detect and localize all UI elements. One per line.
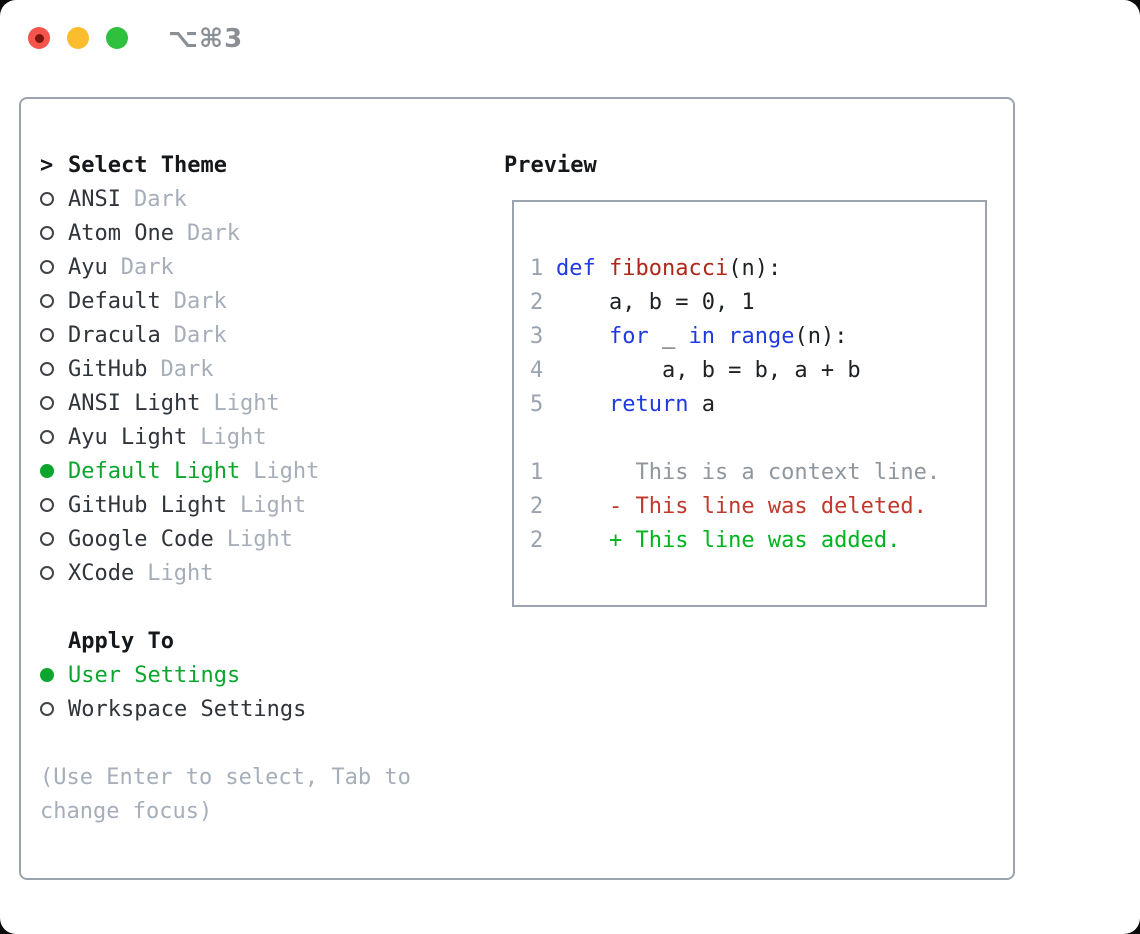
line-number: 5 — [530, 391, 544, 417]
code-line: 4 a, b = b, a + b — [530, 357, 861, 383]
radio-icon — [40, 430, 54, 444]
variant-badge: Dark — [120, 254, 174, 280]
apply-option-workspace-settings[interactable]: Workspace Settings — [40, 692, 500, 726]
line-number: 3 — [530, 323, 544, 349]
code-line: 2 a, b = 0, 1 — [530, 289, 755, 315]
diff-added-line: 2 + This line was added. — [530, 527, 901, 553]
apply-option-user-settings[interactable]: User Settings — [40, 658, 500, 692]
line-number: 2 — [530, 527, 544, 553]
diff-context-line: 1 This is a context line. — [530, 459, 941, 485]
diff-deleted-line: 2 - This line was deleted. — [530, 493, 927, 519]
variant-badge: Dark — [173, 288, 227, 314]
window-title-shortcut: ⌥⌘3 — [168, 24, 244, 54]
line-number: 2 — [530, 289, 544, 315]
radio-selected-icon — [40, 464, 54, 478]
line-number: 1 — [530, 459, 544, 485]
radio-icon — [40, 294, 54, 308]
code-line: 5 return a — [530, 391, 715, 417]
line-number: 4 — [530, 357, 544, 383]
apply-to-title: Apply To — [68, 628, 174, 654]
radio-selected-icon — [40, 668, 54, 682]
radio-icon — [40, 532, 54, 546]
spacer — [530, 421, 985, 455]
radio-icon — [40, 498, 54, 512]
apply-to-header: Apply To — [40, 624, 500, 658]
variant-badge: Light — [213, 390, 280, 416]
radio-icon — [40, 702, 54, 716]
close-dot-icon — [34, 33, 44, 43]
preview-title: Preview — [504, 152, 597, 178]
keyboard-hint-line-1: (Use Enter to select, Tab to — [40, 764, 411, 790]
focus-arrow-icon: > — [40, 152, 54, 178]
radio-icon — [40, 260, 54, 274]
spacer — [40, 726, 500, 760]
variant-badge: Light — [253, 458, 320, 484]
radio-icon — [40, 566, 54, 580]
variant-badge: Light — [147, 560, 214, 586]
variant-badge: Dark — [160, 356, 214, 382]
variant-badge: Dark — [186, 220, 240, 246]
select-theme-title: Select Theme — [68, 152, 227, 178]
variant-badge: Dark — [173, 322, 227, 348]
zoom-button[interactable] — [106, 27, 128, 49]
minimize-button[interactable] — [67, 27, 89, 49]
radio-icon — [40, 362, 54, 376]
radio-icon — [40, 192, 54, 206]
variant-badge: Light — [200, 424, 267, 450]
line-number: 2 — [530, 493, 544, 519]
radio-icon — [40, 328, 54, 342]
variant-badge: Light — [226, 526, 293, 552]
variant-badge: Light — [239, 492, 307, 518]
variant-badge: Dark — [133, 186, 187, 212]
traffic-lights — [28, 27, 128, 49]
close-button[interactable] — [28, 27, 50, 49]
keyboard-hint-line-2: change focus) — [40, 798, 213, 824]
spacer — [40, 590, 500, 624]
select-theme-header: > Select Theme — [40, 148, 500, 182]
line-number: 1 — [530, 255, 544, 281]
radio-icon — [40, 396, 54, 410]
radio-icon — [40, 226, 54, 240]
preview-header: Preview — [504, 148, 597, 182]
code-line: 3 for _ in range(n): — [530, 323, 848, 349]
